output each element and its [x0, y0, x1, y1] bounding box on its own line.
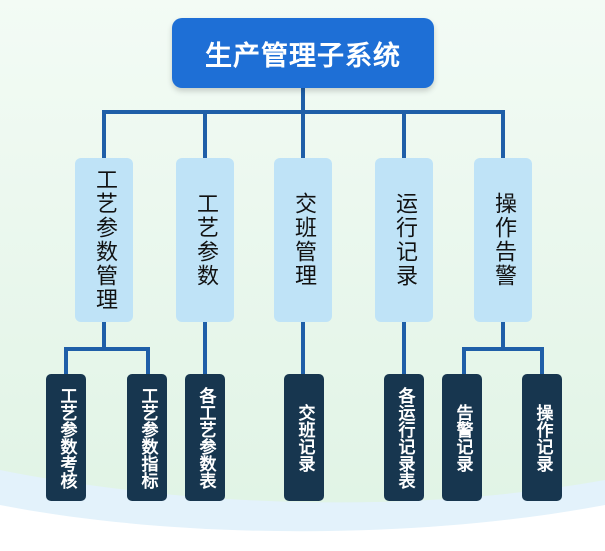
connector-cat-5-down [501, 322, 505, 350]
category-node-process-params-mgmt: 工艺参数管理 [75, 158, 133, 322]
connector-to-cat-3 [301, 110, 305, 158]
connector-to-cat-2 [203, 110, 207, 158]
connector-cat-4-down [402, 322, 406, 374]
connector-leaf-1b [146, 347, 150, 374]
category-node-process-params: 工艺参数 [176, 158, 234, 322]
leaf-node-operation-logs: 操作记录 [522, 374, 562, 501]
connector-to-cat-5 [501, 110, 505, 158]
leaf-node-param-indicators: 工艺参数指标 [127, 374, 167, 501]
category-node-shift-mgmt: 交班管理 [274, 158, 332, 322]
connector-cat-5-horizontal [462, 347, 544, 351]
connector-cat-1-horizontal [64, 347, 150, 351]
connector-leaf-1a [64, 347, 68, 374]
leaf-node-shift-records: 交班记录 [284, 374, 324, 501]
category-node-operation-records: 运行记录 [375, 158, 433, 322]
connector-leaf-5b [540, 347, 544, 374]
category-node-operation-alarm: 操作告警 [474, 158, 532, 322]
connector-cat-3-down [301, 322, 305, 374]
connector-to-cat-4 [402, 110, 406, 158]
leaf-node-alarm-records: 告警记录 [442, 374, 482, 501]
connector-leaf-5a [462, 347, 466, 374]
connector-cat-2-down [203, 322, 207, 374]
leaf-node-operation-record-tables: 各运行记录表 [384, 374, 424, 501]
connector-cat-1-down [102, 322, 106, 350]
connector-to-cat-1 [102, 110, 106, 158]
root-node-title: 生产管理子系统 [172, 18, 434, 88]
leaf-node-param-tables: 各工艺参数表 [185, 374, 225, 501]
connector-root-down [301, 88, 305, 113]
leaf-node-param-assessment: 工艺参数考核 [46, 374, 86, 501]
